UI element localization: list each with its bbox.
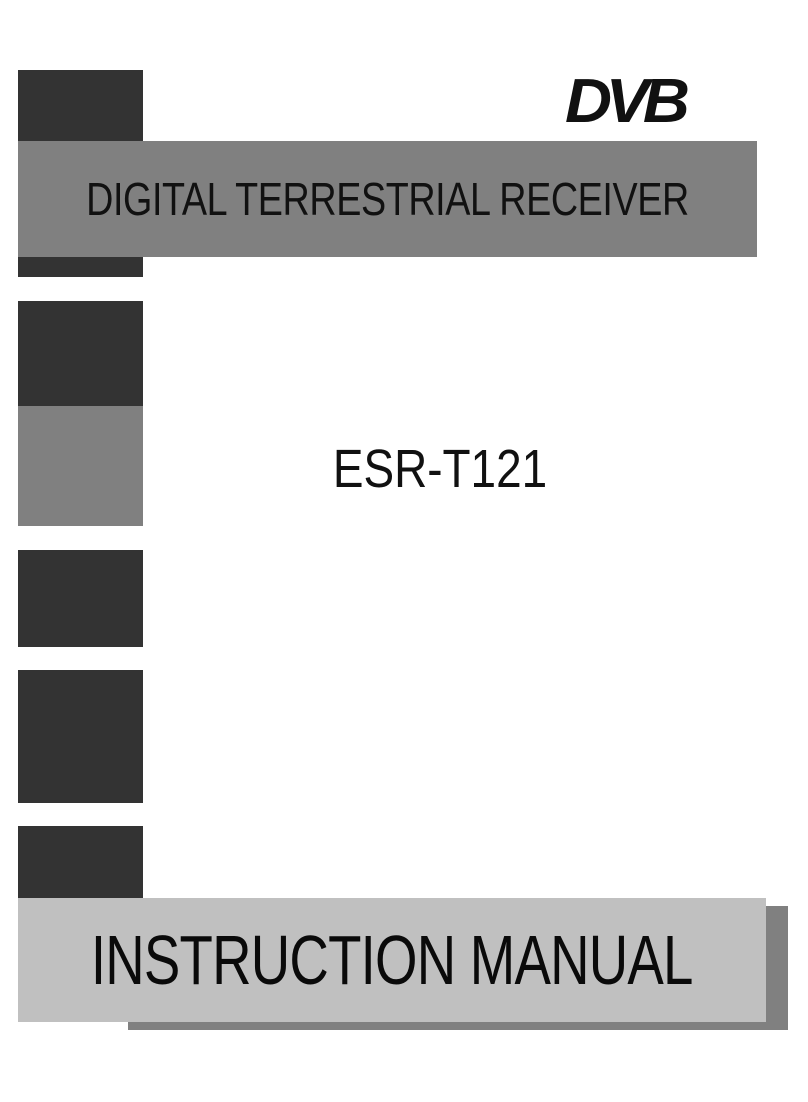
- title-band: DIGITAL TERRESTRIAL RECEIVER: [18, 141, 757, 257]
- left-decor-block: [18, 550, 143, 647]
- footer-title: INSTRUCTION MANUAL: [91, 921, 694, 999]
- dvb-logo: DVB: [565, 67, 690, 136]
- left-decor-block: [18, 301, 143, 406]
- footer-band: INSTRUCTION MANUAL: [18, 898, 766, 1022]
- model-number: ESR-T121: [332, 439, 548, 499]
- document-title: DIGITAL TERRESTRIAL RECEIVER: [86, 173, 689, 225]
- left-decor-block: [18, 826, 143, 906]
- left-decor-block: [18, 406, 143, 526]
- left-decor-block: [18, 670, 143, 803]
